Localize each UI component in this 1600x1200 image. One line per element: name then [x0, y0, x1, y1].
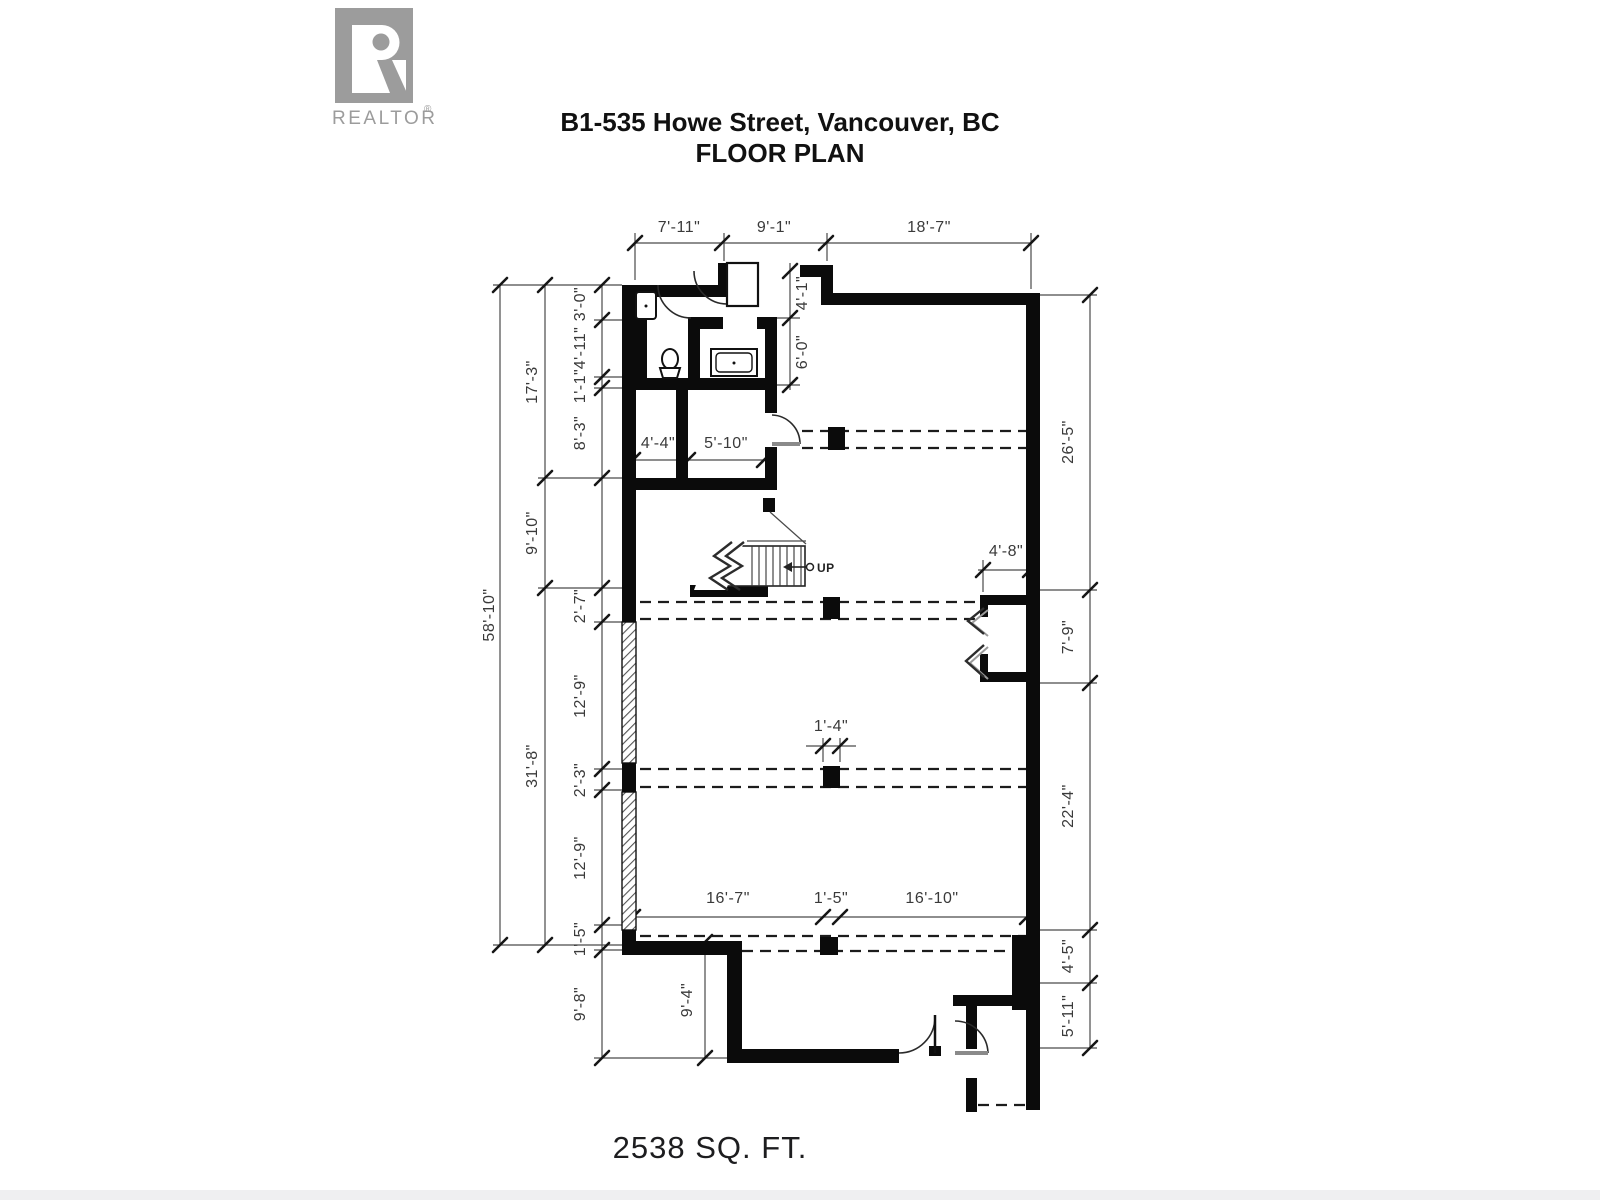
toilet: [658, 348, 682, 379]
page-subtitle: FLOOR PLAN: [696, 138, 865, 168]
dim-left-inner-8: 12'-9": [572, 836, 589, 880]
dim-left-inner-4: 8'-3": [572, 416, 589, 450]
page-title: B1-535 Howe Street, Vancouver, BC: [560, 107, 1000, 137]
dim-right-4: 4'-5": [1060, 939, 1077, 973]
dashed-lines: [640, 429, 1026, 1107]
dim-left-mid-2: 9'-10": [524, 511, 541, 555]
up-arrow: UP: [783, 561, 835, 575]
dim-right-1: 26'-5": [1060, 420, 1077, 464]
dimension-lines: [493, 233, 1097, 1059]
dim-right-2: 7'-9": [1060, 620, 1077, 654]
dim-alcove-width: 4'-8": [989, 543, 1023, 560]
dim-top-3: 18'-7": [907, 219, 951, 236]
area-label: 2538 SQ. FT.: [613, 1130, 808, 1165]
up-label: UP: [817, 561, 835, 575]
dim-top-2: 9'-1": [757, 219, 791, 236]
vanity-sink: [710, 348, 758, 377]
dim-closet-left: 4'-4": [641, 435, 675, 452]
dimension-ticks: [491, 234, 1099, 1067]
dim-left-inner-1: 3'-0": [572, 287, 589, 321]
dim-column-width: 1'-4": [814, 718, 848, 735]
dim-lower-height: 9'-4": [679, 983, 696, 1017]
dim-left-inner-5: 2'-7": [572, 589, 589, 623]
fixtures: [635, 291, 758, 379]
dim-left-inner-10: 9'-8": [572, 987, 589, 1021]
rear-exit-door: [898, 1015, 937, 1054]
dim-left-inner-7: 2'-3": [572, 763, 589, 797]
stair-break-mask: [694, 542, 744, 590]
registered-mark: ®: [424, 104, 432, 115]
dim-left-inner-6: 12'-9": [572, 674, 589, 718]
dim-left-inner-9: 1'-5": [572, 922, 589, 956]
dim-right-5: 5'-11": [1060, 995, 1077, 1038]
footer-strip: [0, 1190, 1600, 1200]
dim-left-outer: 58'-10": [481, 588, 498, 641]
walls: [622, 263, 1040, 1112]
storage-door: [954, 1020, 989, 1055]
dim-top-1: 7'-11": [658, 219, 701, 236]
washroom-door: [657, 284, 692, 319]
closet-door: [771, 414, 801, 446]
dim-closet-right: 5'-10": [704, 435, 748, 452]
dimension-labels: 7'-11" 9'-1" 18'-7" 58'-10" 17'-3" 9'-10…: [481, 219, 1077, 1037]
dim-left-inner-2: 4'-11": [572, 327, 589, 370]
dim-bottom-mid: 1'-5": [814, 890, 848, 907]
dim-entry-depth: 4'-1": [794, 276, 811, 310]
dim-left-mid-3: 31'-8": [524, 744, 541, 788]
dim-bottom-left: 16'-7": [706, 890, 750, 907]
dim-washroom-depth: 6'-0": [794, 335, 811, 369]
dim-right-3: 22'-4": [1060, 784, 1077, 828]
dim-bottom-right: 16'-10": [905, 890, 958, 907]
realtor-logo-text: REALTOR: [332, 108, 438, 129]
doors: [657, 261, 989, 1055]
sink: [635, 291, 657, 320]
dim-left-inner-3: 1'-1": [572, 369, 589, 403]
staircase: UP: [694, 511, 835, 591]
alcove-sliding-panels: [964, 607, 989, 680]
dim-left-mid-1: 17'-3": [524, 360, 541, 404]
entry-door: [693, 261, 760, 308]
realtor-logo: REALTOR ®: [332, 8, 438, 129]
